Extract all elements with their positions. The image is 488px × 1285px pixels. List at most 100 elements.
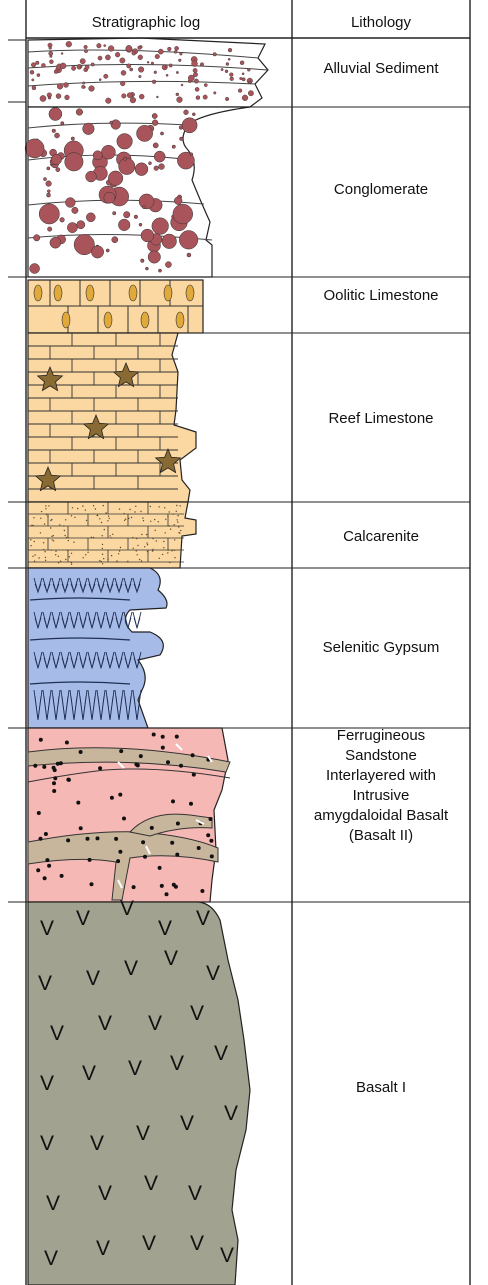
pebble <box>180 52 183 55</box>
unit-calcarenite <box>28 502 196 568</box>
grain <box>139 754 143 758</box>
label-sandstone-line-3: Interlayered with <box>326 767 436 784</box>
header-stratigraphic-log: Stratigraphic log <box>92 14 200 31</box>
v-mark: V <box>136 1122 150 1145</box>
grain <box>96 836 100 840</box>
v-mark: V <box>44 1247 58 1270</box>
pebble <box>152 120 158 126</box>
grain <box>169 562 170 563</box>
selenite-chevron <box>133 612 141 628</box>
pebble <box>36 61 40 65</box>
pebble <box>247 68 250 71</box>
pebble <box>71 66 75 70</box>
grain <box>64 530 65 531</box>
pebble <box>41 63 45 67</box>
pebble <box>37 74 40 77</box>
pebble <box>166 74 168 76</box>
pebble <box>60 63 66 69</box>
grain <box>124 520 125 521</box>
pebble <box>80 59 85 64</box>
grain <box>52 789 56 793</box>
grain <box>111 537 112 538</box>
label-oolitic-line-1: Oolitic Limestone <box>323 287 438 304</box>
pebble <box>76 109 83 116</box>
pebble <box>98 56 102 60</box>
grain <box>105 512 106 513</box>
grain <box>30 545 31 546</box>
grain <box>192 773 196 777</box>
ooid <box>186 285 194 301</box>
v-mark: V <box>120 897 134 920</box>
grain <box>68 540 69 541</box>
v-mark: V <box>96 1237 110 1260</box>
pebble <box>106 249 109 252</box>
grain <box>177 515 178 516</box>
pebble <box>214 92 217 95</box>
pebble <box>34 235 40 241</box>
pebble <box>159 164 165 170</box>
pebble <box>106 98 112 104</box>
grain <box>51 536 52 537</box>
pebble <box>47 190 50 193</box>
pebble <box>105 55 110 60</box>
grain <box>52 781 56 785</box>
pebble <box>152 80 156 84</box>
pebble <box>67 223 77 233</box>
pebble <box>39 204 59 224</box>
grain <box>104 529 105 530</box>
grain <box>163 547 164 548</box>
pebble <box>138 67 144 73</box>
pebble <box>30 70 34 74</box>
grain <box>85 509 86 510</box>
pebble <box>145 267 148 270</box>
grain <box>140 511 141 512</box>
grain <box>147 551 148 552</box>
grain <box>206 833 210 837</box>
grain <box>180 505 181 506</box>
grain <box>101 561 102 562</box>
grain <box>136 550 137 551</box>
grain <box>163 541 164 542</box>
pebble <box>176 93 179 96</box>
pebble <box>110 121 113 124</box>
grain <box>167 516 168 517</box>
v-mark: V <box>46 1192 60 1215</box>
grain <box>150 826 154 830</box>
grain <box>132 885 136 889</box>
grain <box>146 534 147 535</box>
grain <box>74 517 75 518</box>
pebble <box>130 68 133 71</box>
grain <box>102 563 103 564</box>
pebble <box>158 269 161 272</box>
grain <box>51 519 52 520</box>
unit-ferrugineous-sandstone <box>28 728 230 902</box>
pebble <box>142 206 145 209</box>
unit-alluvial-sediment <box>28 38 268 107</box>
grain <box>30 539 31 540</box>
pebble <box>65 95 70 100</box>
grain <box>119 749 123 753</box>
pebble <box>48 227 52 231</box>
grain <box>174 550 175 551</box>
grain <box>176 511 177 512</box>
pebble <box>80 66 82 68</box>
grain <box>34 561 35 562</box>
ooid <box>129 285 137 301</box>
pebble <box>139 223 142 226</box>
pebble <box>177 97 183 103</box>
grain <box>39 738 43 742</box>
pebble <box>130 97 136 103</box>
grain <box>65 559 66 560</box>
grain <box>38 557 39 558</box>
pebble <box>121 70 126 75</box>
grain <box>66 537 67 538</box>
grain <box>45 560 46 561</box>
grain <box>179 764 183 768</box>
pebble <box>228 48 232 52</box>
ooid <box>34 285 42 301</box>
pebble <box>181 84 183 86</box>
grain <box>67 550 68 551</box>
pebble <box>93 151 102 160</box>
pebble <box>118 219 130 231</box>
pebble <box>158 49 163 54</box>
